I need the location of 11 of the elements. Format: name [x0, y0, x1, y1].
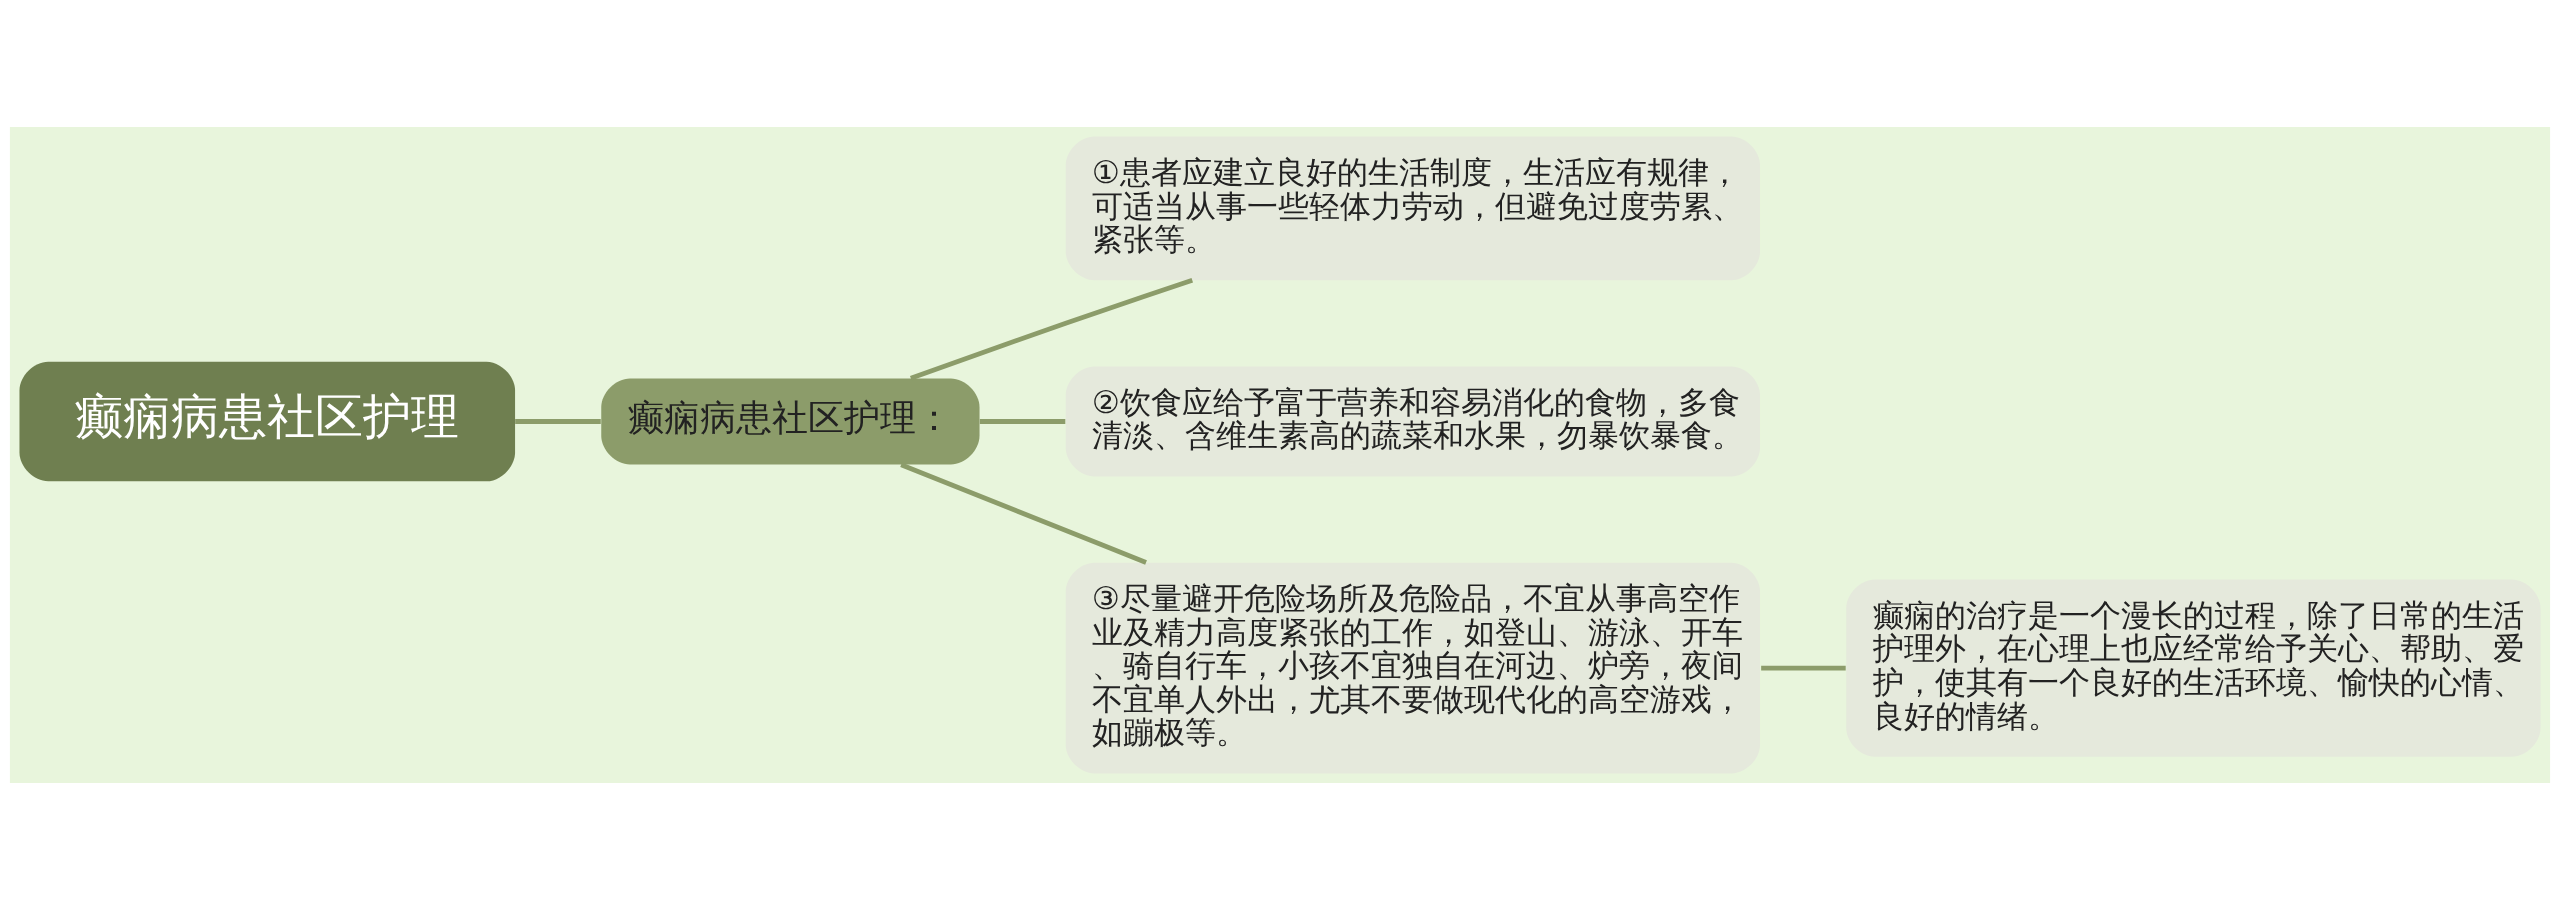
node-box: 癫痫的治疗是一个漫长的过程，除了日常的生活护理外，在心理上也应经常给予关心、帮助、爱护，使其有一个良好的生活环境、愉快的心情、良好的情绪。 — [1846, 579, 2541, 757]
node-box: ②饮食应给予富于营养和容易消化的食物，多食清淡、含维生素高的蔬菜和水果，勿暴饮暴食。 — [1065, 365, 1761, 477]
connector — [515, 418, 601, 424]
node-box: 癫痫病患社区护理 — [19, 361, 516, 481]
connector — [979, 418, 1066, 424]
node-box: ①患者应建立良好的生活制度，生活应有规律，可适当从事一些轻体力劳动，但避免过度劳累、紧张等。 — [1065, 136, 1761, 280]
connector — [1761, 665, 1846, 670]
connector — [910, 277, 1194, 381]
node-box: 癫痫病患社区护理： — [601, 377, 980, 465]
node-box: ③尽量避开危险场所及危险品，不宜从事高空作业及精力高度紧张的工作，如登山、游泳、开车、骑自行车，小孩不宜独自在河边、炉旁，夜间不宜单人外出，尤其不要做现代化的高空游戏，如蹦极等。 — [1065, 562, 1761, 773]
connector — [900, 462, 1147, 565]
